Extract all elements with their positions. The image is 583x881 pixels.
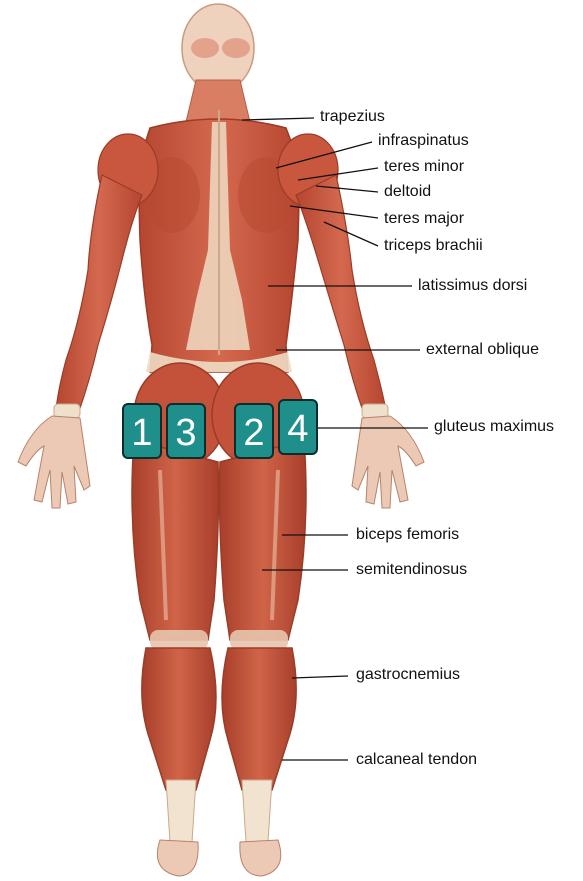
right-hand-shape: [352, 416, 424, 508]
marker-4[interactable]: 4: [278, 399, 318, 455]
left-hand-shape: [18, 416, 90, 508]
label-infraspinatus: infraspinatus: [378, 132, 469, 150]
label-biceps-femoris: biceps femoris: [356, 526, 459, 544]
label-calcaneal-tendon: calcaneal tendon: [356, 751, 477, 769]
label-gastrocnemius: gastrocnemius: [356, 666, 460, 684]
label-semitendinosus: semitendinosus: [356, 561, 467, 579]
label-deltoid: deltoid: [384, 183, 431, 201]
right-tendon-shape: [242, 780, 272, 842]
label-triceps-brachii: triceps brachii: [384, 237, 483, 255]
right-thigh-shape: [220, 440, 307, 640]
left-foot-shape: [157, 840, 198, 876]
left-calf-shape: [142, 648, 216, 790]
right-calf-shape: [222, 648, 296, 790]
marker-2[interactable]: 2: [234, 403, 274, 459]
marker-3[interactable]: 3: [166, 403, 206, 459]
left-arm-shape: [56, 175, 142, 414]
right-foot-shape: [240, 840, 281, 876]
label-trapezius: trapezius: [320, 108, 385, 126]
right-arm-shape: [296, 175, 386, 414]
label-teres-minor: teres minor: [384, 158, 464, 176]
label-latissimus-dorsi: latissimus dorsi: [418, 277, 527, 295]
left-tendon-shape: [166, 780, 196, 842]
label-teres-major: teres major: [384, 210, 464, 228]
label-gluteus-maximus: gluteus maximus: [434, 418, 554, 436]
left-thigh-shape: [132, 440, 219, 640]
label-external-oblique: external oblique: [426, 341, 539, 359]
marker-1[interactable]: 1: [122, 403, 162, 459]
